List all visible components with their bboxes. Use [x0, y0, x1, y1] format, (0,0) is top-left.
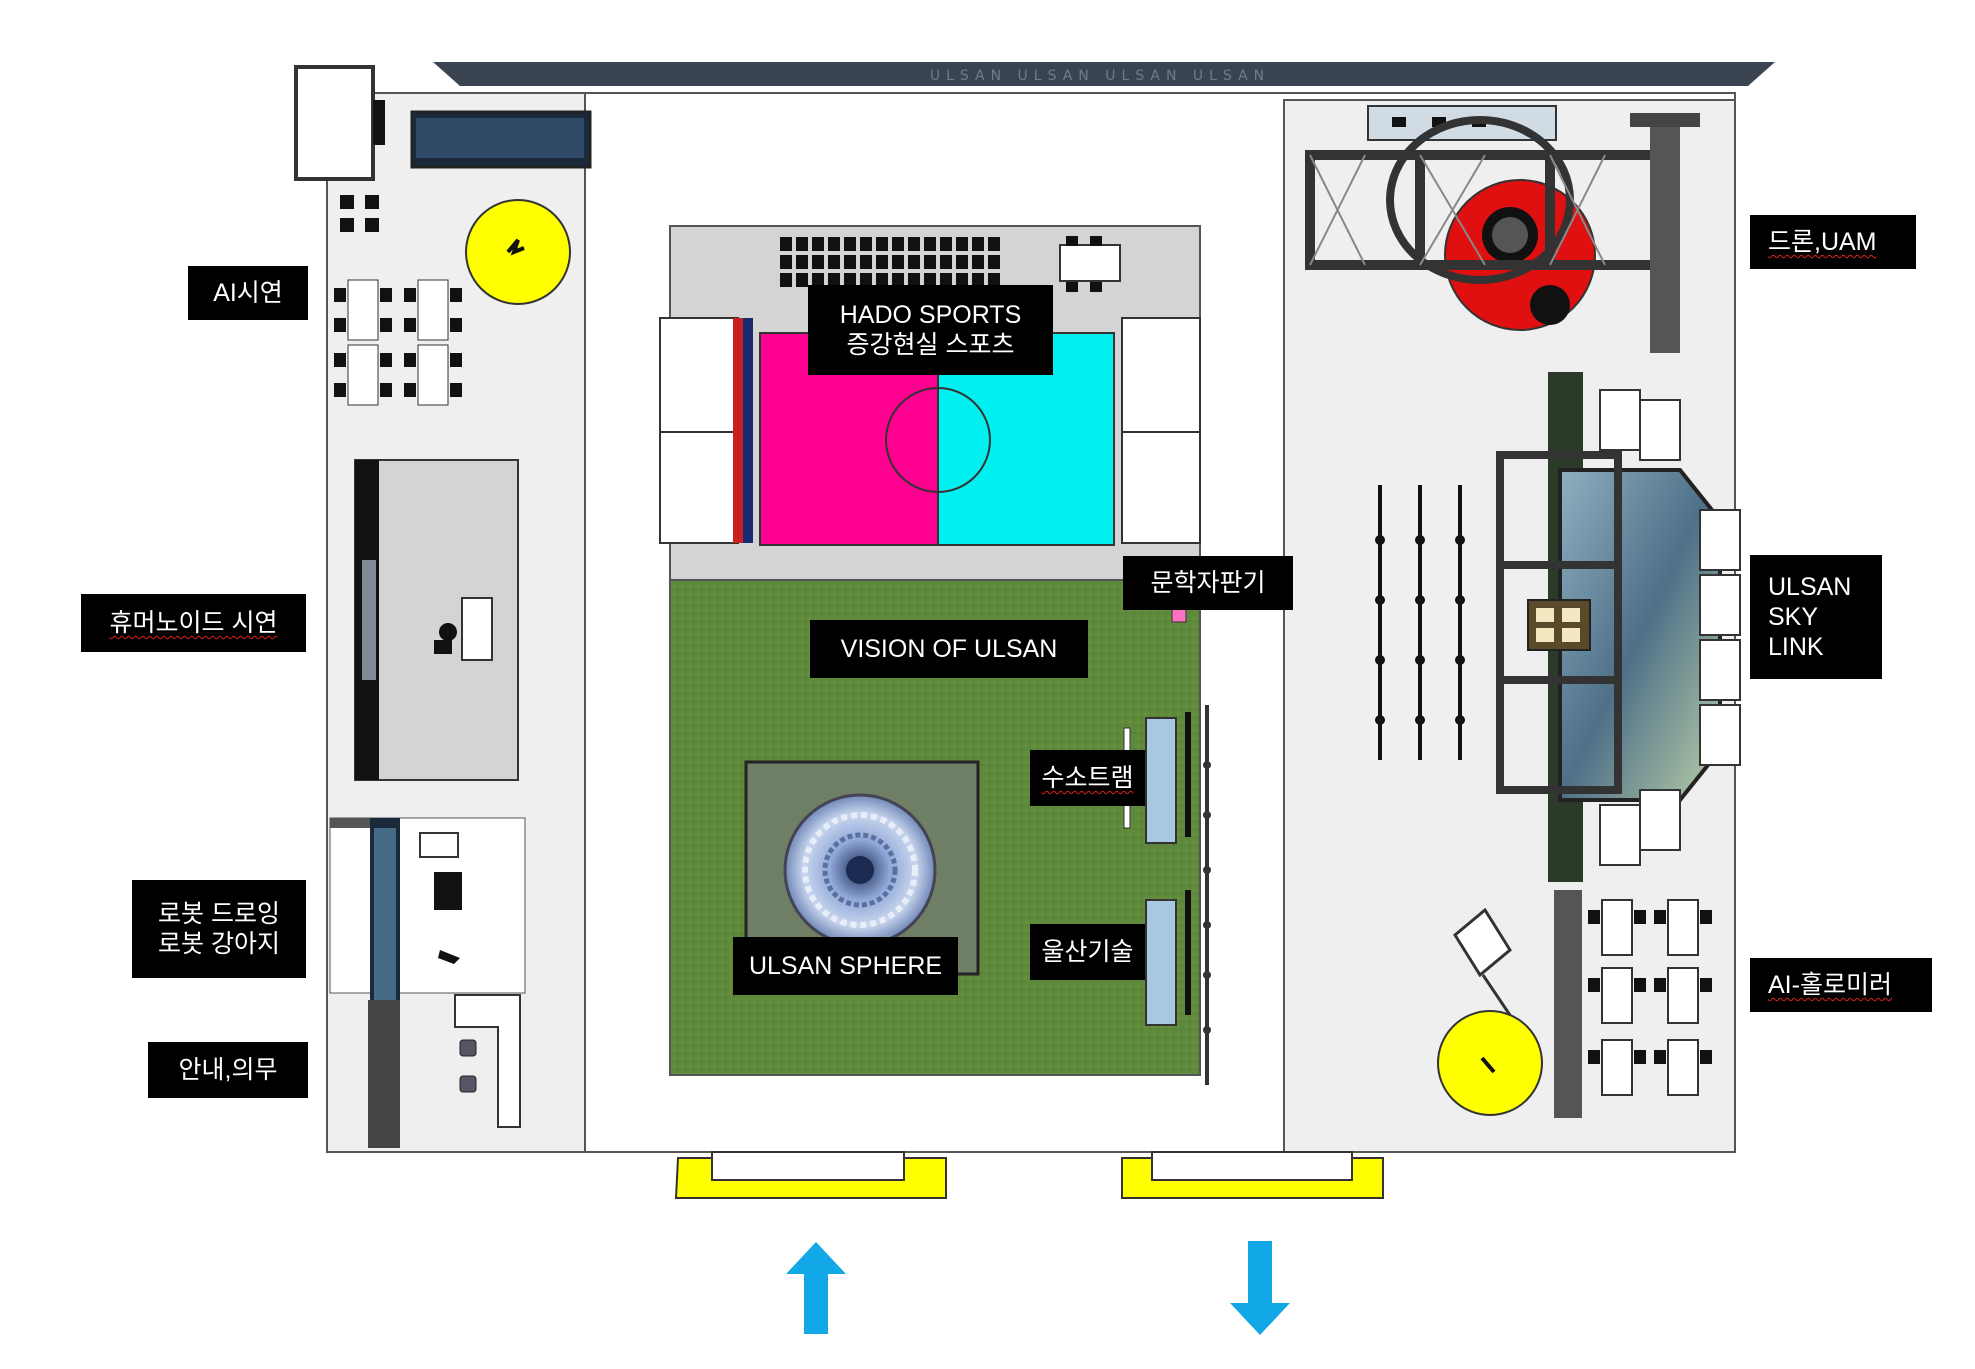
label-tech: 울산기술	[1030, 924, 1145, 980]
label-vision: VISION OF ULSAN	[810, 620, 1088, 678]
label-hydrogen-text: 수소트램	[1041, 764, 1134, 792]
label-vending: 문학자판기	[1123, 556, 1293, 610]
hado-table	[1059, 244, 1121, 282]
label-humanoid-text: 휴머노이드 시연	[109, 609, 278, 637]
label-ai-demo: AI시연	[188, 266, 308, 320]
hado-center-circle	[885, 387, 991, 493]
label-hado: HADO SPORTS 증강현실 스포츠	[808, 285, 1053, 375]
skylink-truss	[1496, 451, 1622, 794]
label-hologram-text: AI-홀로미러	[1768, 971, 1892, 999]
hado-left-bench	[659, 317, 739, 544]
label-hydrogen: 수소트램	[1030, 750, 1145, 806]
hado-seats	[780, 237, 1000, 287]
kiosk-screen	[294, 65, 375, 181]
label-robot: 로봇 드로잉 로봇 강아지	[132, 880, 306, 978]
exit-down-arrow	[1230, 1241, 1290, 1335]
robot-wall	[330, 818, 398, 828]
rail-posts	[1203, 705, 1211, 1085]
hologram-kiosk	[1453, 907, 1512, 978]
hologram-yellow-circle	[1437, 1010, 1543, 1116]
info-wall	[368, 1000, 400, 1148]
label-hologram: AI-홀로미러	[1750, 958, 1932, 1012]
label-humanoid: 휴머노이드 시연	[81, 594, 306, 652]
vending-machine	[1171, 607, 1187, 623]
skylink-console	[1527, 599, 1591, 651]
drone-right-wall	[1650, 113, 1680, 353]
label-drone: 드론,UAM	[1750, 215, 1916, 269]
humanoid-table	[461, 597, 493, 661]
ai-demo-tables	[334, 279, 462, 406]
label-skylink: ULSAN SKY LINK	[1750, 555, 1882, 679]
entrance-up-arrow	[786, 1242, 846, 1334]
label-drone-text: 드론,UAM	[1768, 228, 1877, 256]
hologram-wall	[1554, 890, 1582, 1118]
hado-right-bench	[1121, 317, 1201, 544]
humanoid-stage	[354, 459, 519, 781]
label-sphere: ULSAN SPHERE	[733, 937, 958, 995]
tech-display	[1145, 899, 1177, 1026]
skylink-queue-poles	[1375, 485, 1465, 760]
drone-hoop	[1386, 116, 1574, 284]
ai-demo-seating	[340, 195, 379, 232]
hydrogen-tram-model	[1145, 717, 1177, 844]
top-banner-wall	[433, 62, 1775, 86]
label-info: 안내,의무	[148, 1042, 308, 1098]
skylink-pods	[1599, 389, 1741, 866]
banner-text: ULSAN ULSAN ULSAN ULSAN	[930, 68, 1270, 84]
info-desk	[454, 994, 521, 1128]
hologram-tables	[1601, 899, 1699, 1096]
